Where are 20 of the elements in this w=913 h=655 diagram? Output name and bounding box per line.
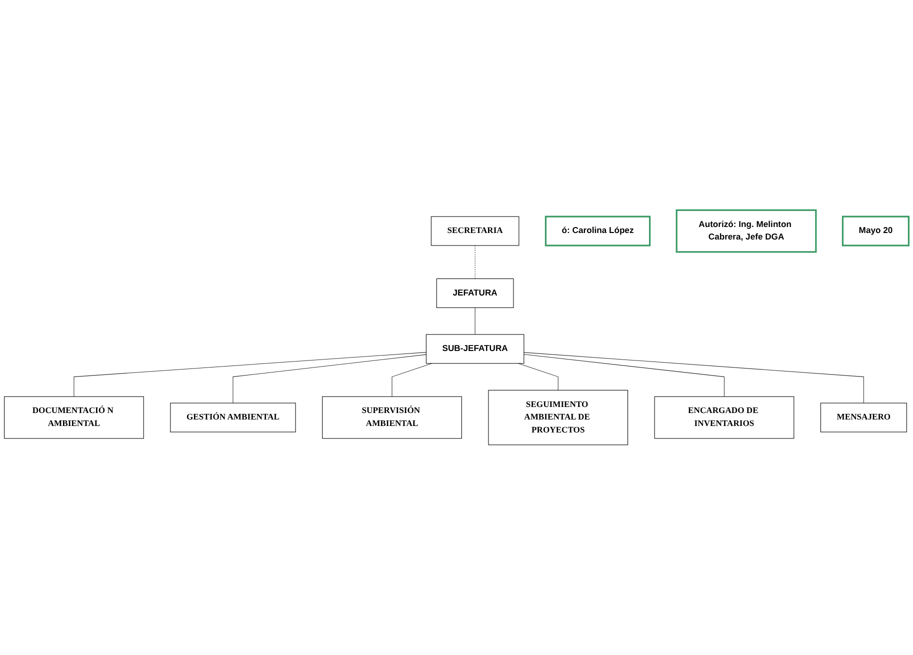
connector xyxy=(524,352,864,404)
node-box: ó: Carolina López xyxy=(544,216,651,246)
node-box: Autorizó: Ing. Melinton Cabrera, Jefe DGA xyxy=(676,209,817,253)
node-box: ENCARGADO DE INVENTARIOS xyxy=(654,396,794,439)
node-box: Mayo 20 xyxy=(842,216,910,246)
connector xyxy=(524,354,725,397)
node-box: DOCUMENTACIÓ N AMBIENTAL xyxy=(4,396,144,439)
connector xyxy=(392,363,432,397)
connector xyxy=(74,352,426,397)
connector xyxy=(518,363,558,390)
connector xyxy=(474,245,476,279)
connector xyxy=(232,354,426,404)
node-box: JEFATURA xyxy=(436,278,514,308)
node-box: SUPERVISIÓN AMBIENTAL xyxy=(322,396,462,439)
connector xyxy=(474,307,476,335)
node-box: SECRETARIA xyxy=(430,216,520,246)
node-box: MENSAJERO xyxy=(820,402,907,432)
node-box: SEGUIMIENTO AMBIENTAL DE PROYECTOS xyxy=(488,390,628,446)
node-box: SUB-JEFATURA xyxy=(426,334,524,364)
node-box: GESTIÓN AMBIENTAL xyxy=(170,402,296,432)
